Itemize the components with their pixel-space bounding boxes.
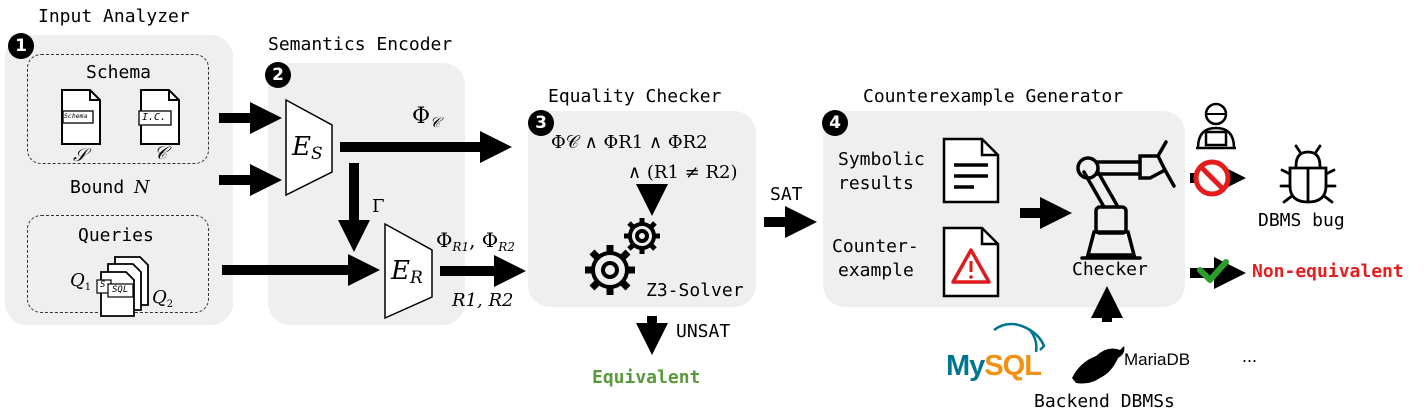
schema-encoder-label: ES [292,132,323,164]
step-badge-1: 1 [8,33,34,59]
counterexample-label-2: example [838,260,914,281]
query-q1: Q1 [70,270,91,293]
sat-label: SAT [770,184,803,205]
phi-c-subscript: 𝒞 [430,115,441,132]
backend-dbms-label: Backend DBMSs [1034,391,1175,412]
phi-r1-symbol: Φ [436,228,453,252]
schema-group-label: Schema [86,62,152,83]
q2-subscript: 2 [166,299,174,311]
schema-encoder-block [285,98,333,197]
phi-r2-symbol: Φ [481,228,499,252]
more-backends-ellipsis: ... [1242,346,1258,366]
mysql-logo-my: My [946,350,985,382]
query-doc-sql-label: SQL [112,285,129,295]
bound-text: Bound [70,177,125,198]
input-analyzer-title: Input Analyzer [38,6,190,27]
step-badge-4: 4 [822,110,848,136]
bug-icon [1279,144,1337,204]
relation-encoder-label: ER [391,256,423,288]
checker-label: Checker [1072,259,1148,280]
query-q2: Q2 [152,287,173,310]
es-symbol: E [292,132,311,162]
symbolic-results-document-icon [942,137,1000,204]
mariadb-logo-text: MariaDB [1124,350,1191,369]
er-subscript: R [409,268,423,289]
dbms-bug-label: DBMS bug [1258,210,1345,231]
query-documents-icon [96,256,149,317]
ic-doc-label: I.C. [142,112,167,123]
non-equivalent-result: Non-equivalent [1252,261,1404,282]
solver-gears-icon [585,218,660,295]
forbidden-icon [1193,159,1231,197]
gamma-label: Γ [372,196,385,217]
unsat-label: UNSAT [676,321,731,342]
checker-robot-arm-icon [1076,140,1176,260]
bound-label: Bound N [70,177,150,198]
relations-label: R1, R2 [452,290,514,311]
q2-symbol: Q [152,287,167,308]
phi-c-label: Φ𝒞 [412,104,440,131]
q1-symbol: Q [70,270,85,291]
mysql-dolphin-icon [993,322,1046,353]
relation-encoder-block [384,222,433,320]
phi-r2-subscript: R2 [498,240,515,255]
constraint-symbol: 𝒞 [154,143,168,164]
step-badge-3: 3 [528,110,554,136]
q1-subscript: 1 [84,282,92,294]
counterexample-warning-document-icon [942,226,1000,298]
symbolic-results-label-2: results [838,173,914,194]
semantics-encoder-title: Semantics Encoder [268,34,453,55]
es-subscript: S [310,144,323,165]
checkmark-icon [1197,259,1229,283]
query-doc-s-label: S [100,280,106,290]
developer-person-icon [1196,102,1236,150]
bound-variable: N [133,177,150,198]
equality-checker-title: Equality Checker [548,86,722,107]
mysql-logo: MySQL [946,350,1042,383]
step-badge-2: 2 [265,62,291,88]
mariadb-seal-icon [1072,346,1125,384]
phi-c-symbol: Φ [412,104,431,129]
solver-label: Z3-Solver [646,280,744,301]
integrity-constraint-document-icon [138,89,180,145]
queries-group-label: Queries [78,225,154,246]
equivalent-result: Equivalent [592,367,701,388]
schema-document-icon [61,89,101,145]
er-symbol: E [391,256,410,286]
phi-r-label: ΦR1, ΦR2 [436,228,515,254]
formula-line-1: Φ𝒞 ∧ ΦR1 ∧ ΦR2 [551,132,708,153]
phi-r1-subscript: R1 [452,240,470,255]
phi-r-comma: , [469,228,482,252]
schema-symbol: 𝒮 [73,145,87,166]
symbolic-results-label-1: Symbolic [838,149,925,170]
mysql-logo-sql: SQL [984,350,1042,382]
counterexample-label-1: Counter- [832,236,919,257]
formula-line-2: ∧ (R1 ≠ R2) [628,162,738,183]
schema-doc-label: Schema [64,112,88,120]
schema-group [27,54,209,164]
counterexample-generator-title: Counterexample Generator [863,86,1124,107]
